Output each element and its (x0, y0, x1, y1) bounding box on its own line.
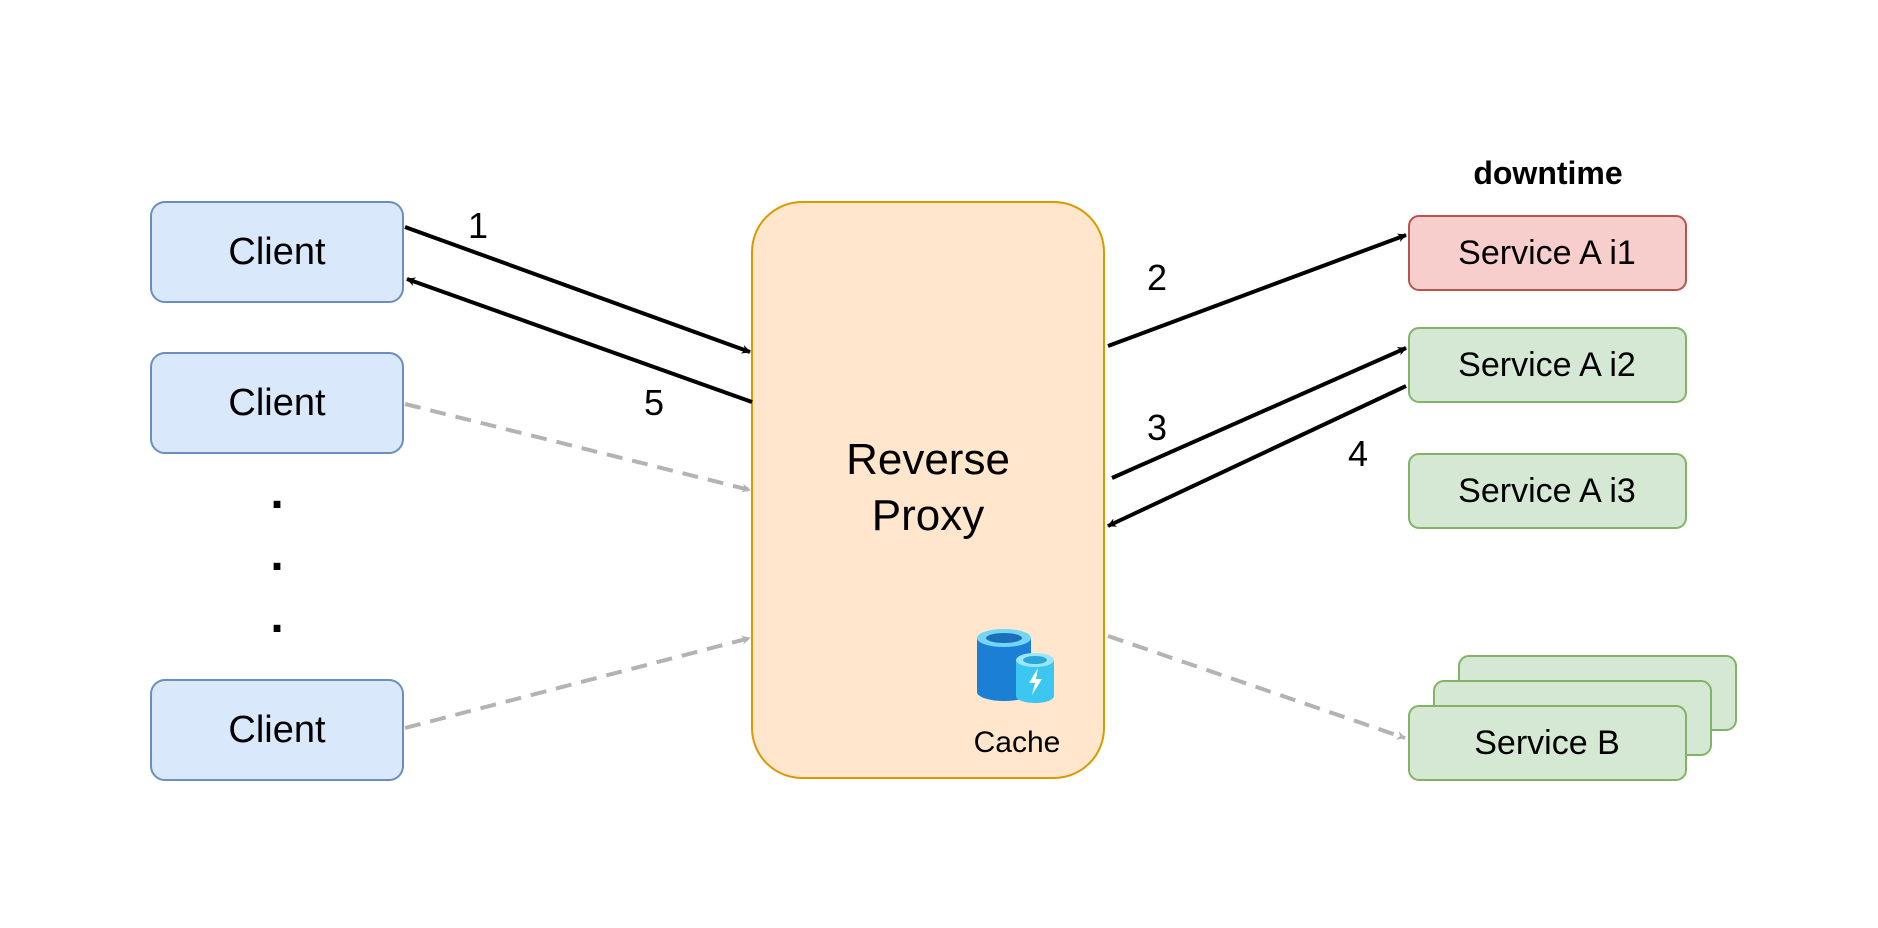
idle-arrow (404, 635, 751, 730)
client-label: Client (228, 709, 326, 751)
reverse-proxy-label-line2: Proxy (872, 491, 984, 540)
arrow-step-5 (406, 277, 753, 404)
service-b-stack[interactable]: Service B (1408, 655, 1737, 781)
downtime-label: downtime (1473, 155, 1622, 191)
service-label: Service A i1 (1458, 234, 1636, 272)
idle-arrow (404, 402, 751, 493)
arrow-step-4 (1107, 384, 1407, 528)
reverse-proxy-label-line1: Reverse (846, 435, 1010, 484)
service-a-i3-node[interactable]: Service A i3 (1408, 453, 1687, 529)
service-label: Service A i2 (1458, 346, 1636, 384)
cache-icon (977, 629, 1054, 703)
step-label-3: 3 (1147, 407, 1167, 448)
step-label-2: 2 (1147, 257, 1167, 298)
ellipsis-dot: . (270, 590, 283, 643)
ellipsis-dot: . (270, 528, 283, 581)
client-node[interactable]: Client (150, 352, 404, 454)
client-node[interactable]: Client (150, 679, 404, 781)
service-label: Service B (1474, 724, 1620, 762)
client-node[interactable]: Client (150, 201, 404, 303)
arrow-step-2 (1107, 233, 1407, 348)
service-label: Service A i3 (1458, 472, 1636, 510)
ellipsis-dot: . (270, 466, 283, 519)
cache-label: Cache (974, 726, 1061, 759)
step-label-1: 1 (468, 205, 488, 246)
client-label: Client (228, 231, 326, 273)
arrow-step-3 (1111, 346, 1407, 480)
service-a-i2-node[interactable]: Service A i2 (1408, 327, 1687, 403)
idle-arrow (1107, 634, 1406, 740)
service-b-node (1408, 705, 1687, 781)
step-label-4: 4 (1348, 433, 1368, 474)
step-label-5: 5 (644, 382, 664, 423)
client-label: Client (228, 382, 326, 424)
arrow-step-1 (404, 225, 751, 354)
service-a-i1-node[interactable]: Service A i1 (1408, 215, 1687, 291)
